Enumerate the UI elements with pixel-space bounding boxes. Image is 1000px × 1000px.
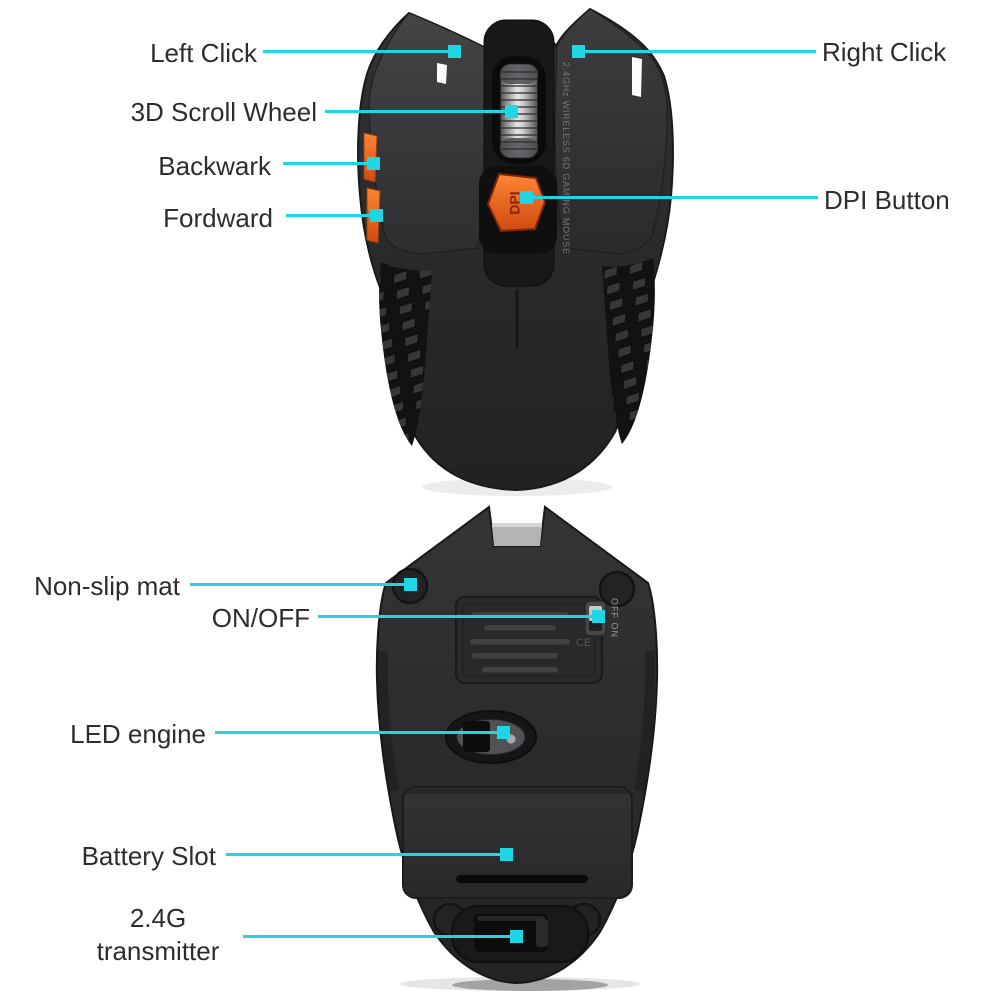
shell-gap-right xyxy=(632,57,642,97)
on-off-marking: OFF ON xyxy=(610,598,620,638)
right-waist-shade xyxy=(634,650,656,792)
callout-dpi-button: DPI Button xyxy=(824,185,950,215)
shell-marking-text: 2.4GHz WIRELESS 6D GAMING MOUSE xyxy=(561,62,571,255)
leader-dpi-button xyxy=(520,191,818,204)
non-slip-pad-top-right xyxy=(598,570,636,608)
callout-non-slip-mat: Non-slip mat xyxy=(34,571,180,601)
leader-forward xyxy=(286,209,383,222)
front-notch-edge xyxy=(492,523,542,527)
leader-right-click xyxy=(572,45,816,58)
leader-endpoint xyxy=(367,157,380,170)
leader-endpoint xyxy=(505,105,518,118)
leader-endpoint xyxy=(592,610,605,623)
leader-endpoint xyxy=(500,848,513,861)
leader-endpoint xyxy=(510,930,523,943)
dpi-button: DPI xyxy=(486,172,547,233)
left-waist-shade xyxy=(377,650,399,792)
led-sensor xyxy=(445,710,537,764)
callout-scroll-wheel: 3D Scroll Wheel xyxy=(130,97,317,127)
callout-on-off: ON/OFF xyxy=(211,603,310,633)
mouse-top-view: 2.4GHz WIRELESS 6D GAMING MOUSE xyxy=(357,7,674,496)
leader-endpoint xyxy=(404,578,417,591)
callout-left-click: Left Click xyxy=(150,38,257,68)
battery-door-slot xyxy=(456,875,588,883)
leader-endpoint xyxy=(520,191,533,204)
right-grip-texture xyxy=(602,258,655,444)
leader-endpoint xyxy=(448,45,461,58)
leader-left-click xyxy=(263,45,461,58)
leader-non-slip-mat xyxy=(190,578,417,591)
leader-led-engine xyxy=(215,726,510,739)
front-notch-insert xyxy=(492,526,542,546)
callout-right-click: Right Click xyxy=(822,37,947,67)
callout-battery-slot: Battery Slot xyxy=(81,841,216,871)
product-label-plate: CE xyxy=(455,596,603,684)
leader-endpoint xyxy=(370,209,383,222)
dpi-button-label: DPI xyxy=(507,191,523,214)
mouse-bottom-view: CE OFF ON xyxy=(375,505,659,991)
leader-scroll-wheel xyxy=(325,105,518,118)
leader-backward xyxy=(283,157,380,170)
leader-transmitter xyxy=(243,930,523,943)
leader-on-off xyxy=(318,610,605,623)
callout-led-engine: LED engine xyxy=(70,719,206,749)
left-grip-texture xyxy=(379,262,432,446)
ground-shadow xyxy=(452,979,608,991)
leader-battery-slot xyxy=(226,848,513,861)
callout-forward: Fordward xyxy=(163,203,273,233)
battery-door xyxy=(402,786,633,899)
ce-mark: CE xyxy=(576,637,591,649)
leader-endpoint xyxy=(572,45,585,58)
callout-transmitter: 2.4G transmitter xyxy=(96,903,220,966)
shell-gap-left xyxy=(437,63,447,84)
scroll-wheel xyxy=(499,63,539,159)
leader-endpoint xyxy=(497,726,510,739)
callout-backward: Backwark xyxy=(158,151,271,181)
